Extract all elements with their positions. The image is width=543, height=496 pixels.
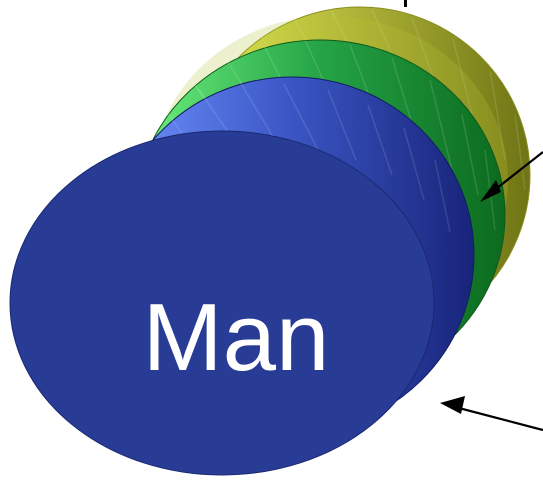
front-disc: Man xyxy=(10,77,474,475)
top-mark xyxy=(404,0,407,7)
lower-arrow xyxy=(440,396,543,430)
front-disc-label: Man xyxy=(143,284,330,391)
